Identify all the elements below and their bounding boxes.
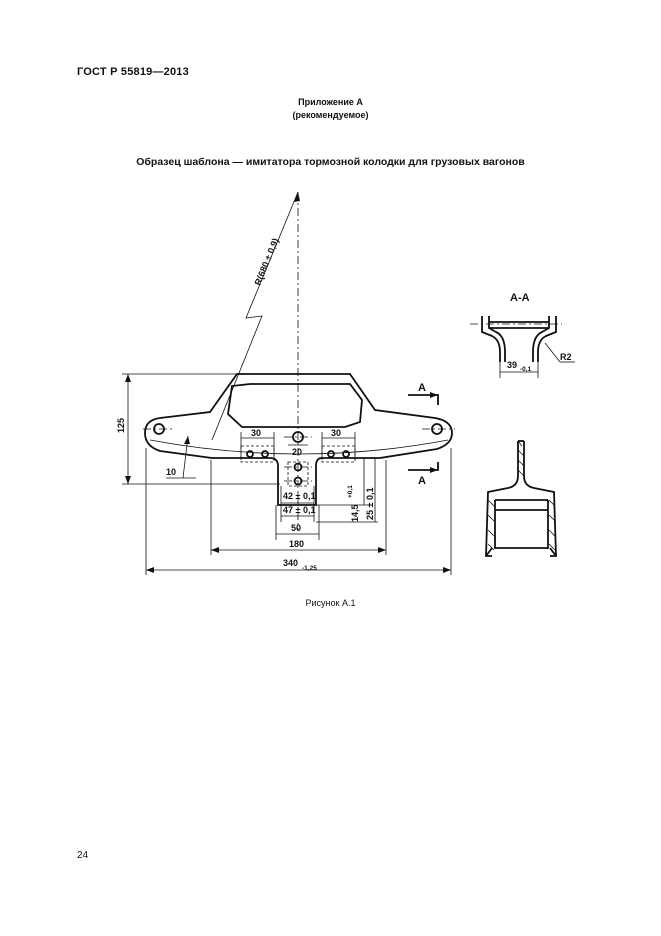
side-hole (246, 450, 254, 458)
dim-50-label: 50 (291, 523, 301, 533)
dim-top-spacing: 30 20 30 (240, 428, 356, 460)
dim-47-label: 47 ± 0,1 (283, 505, 315, 515)
shoe-body (144, 373, 453, 506)
dim-10-label: 10 (166, 467, 176, 477)
appendix-title: Приложение А (298, 97, 363, 107)
dim-height: 125 (116, 373, 280, 485)
dim-180-label: 180 (289, 539, 304, 549)
section-mark-top: А (418, 382, 426, 394)
appendix-subtitle: (рекомендуемое) (292, 110, 369, 120)
dim-14-tolerance: +0,1 (347, 485, 354, 498)
dim-vertical-right: 14,5 +0,1 25 ± 0,1 (316, 458, 378, 523)
dim-125-label: 125 (116, 418, 126, 433)
section-right-wall (537, 316, 557, 362)
dim-widths: 42 ± 0,1 47 ± 0,1 50 180 340 -1,25 (145, 448, 452, 575)
dim-r2-label: R2 (560, 352, 572, 362)
end-view (485, 440, 557, 557)
side-hole (261, 450, 269, 458)
dim-39-label: 39 (507, 360, 517, 370)
dim-39-tolerance: -0,1 (520, 366, 532, 373)
figure-caption: Рисунок А.1 (305, 598, 356, 608)
center-lines (143, 192, 455, 530)
side-hole (327, 450, 335, 458)
section-left-wall-inner (488, 316, 506, 362)
dim-14-label: 14,5 (350, 504, 360, 522)
dim-25-label: 25 ± 0,1 (365, 488, 375, 520)
shoe-arc (149, 439, 449, 455)
radius-label: R(680 ± 0,9) (253, 237, 281, 287)
dim-340-tolerance: -1,25 (302, 565, 317, 572)
section-view: А-А 39 -0,1 R2 (470, 292, 575, 378)
dim-42-label: 42 ± 0,1 (283, 491, 315, 501)
section-marks: А А (408, 382, 439, 487)
brake-shoe-outline (144, 373, 453, 506)
dim-340-label: 340 (283, 558, 298, 568)
radius-leader: R(680 ± 0,9) (211, 191, 300, 441)
shoe-window (227, 383, 363, 428)
document-header: ГОСТ Р 55819—2013 (77, 66, 189, 78)
dim-30-right-label: 30 (331, 428, 341, 438)
section-right-wall-inner (532, 316, 550, 362)
dim-10: 10 (166, 435, 196, 479)
figure-title: Образец шаблона — имитатора тормозной ко… (136, 156, 525, 168)
dim-20-label: 20 (292, 447, 302, 457)
section-left-wall (481, 316, 501, 362)
side-hole (342, 450, 350, 458)
section-mark-bottom: А (418, 475, 426, 487)
page-number: 24 (77, 850, 89, 861)
section-title: А-А (510, 292, 530, 304)
dim-30-left-label: 30 (251, 428, 261, 438)
